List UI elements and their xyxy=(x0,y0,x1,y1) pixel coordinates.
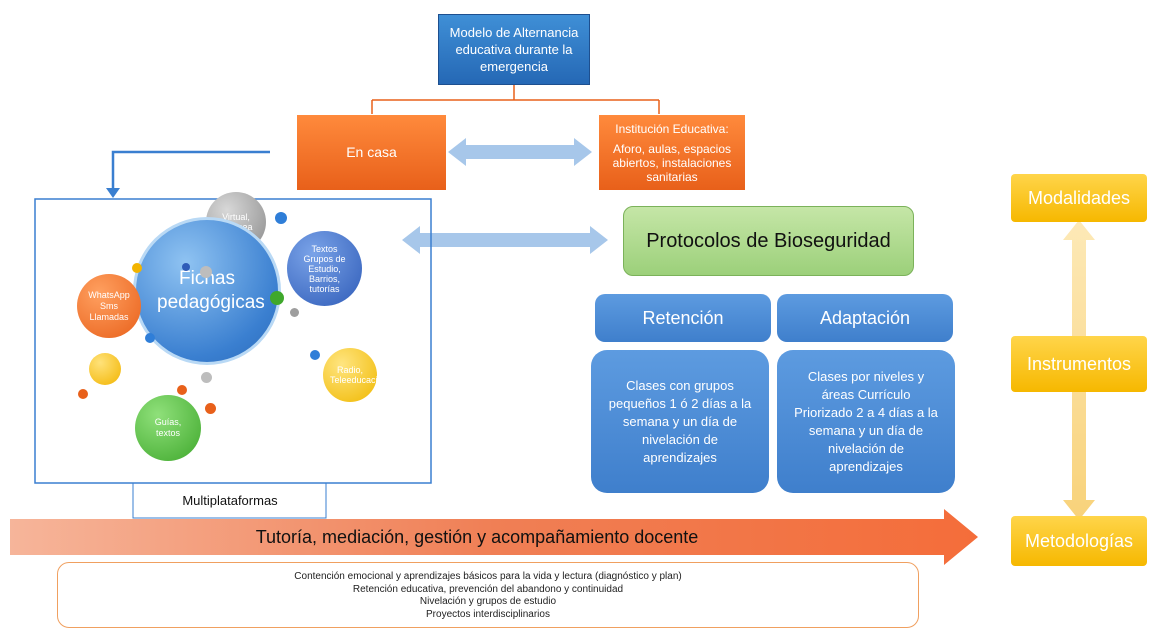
model-title-box: Modelo de Alternancia educativa durante … xyxy=(438,14,590,85)
multiplatform-label: Multiplataformas xyxy=(182,492,278,508)
dot-gray-1 xyxy=(200,266,212,278)
institution-box: Institución Educativa: Aforo, aulas, esp… xyxy=(599,115,745,190)
bubble-guias-label: Guías, textos xyxy=(154,417,182,438)
bubble-radio: Radio, Teleeducación xyxy=(323,348,388,402)
dot-blue-2 xyxy=(182,263,190,271)
bubble-textos: Textos Grupos de Estudio, Barrios, tutor… xyxy=(287,231,362,306)
dot-yellow-1 xyxy=(132,263,142,273)
adaptation-body: Clases por niveles y áreas Currículo Pri… xyxy=(777,350,955,493)
bubble-fichas: Fichas pedagógicas xyxy=(133,217,281,365)
institution-detail: Aforo, aulas, espacios abiertos, instala… xyxy=(612,141,732,184)
dot-orange-1 xyxy=(177,385,187,395)
dot-orange-2 xyxy=(78,389,88,399)
dot-orange-3 xyxy=(205,403,216,414)
bubble-textos-label: Textos Grupos de Estudio, Barrios, tutor… xyxy=(303,243,346,294)
double-arrow-mid xyxy=(402,226,608,254)
institution-title: Institución Educativa: xyxy=(615,121,729,136)
methodologies-box: Metodologías xyxy=(1011,516,1147,566)
protocol-box: Protocolos de Bioseguridad xyxy=(623,206,914,276)
modalities-box: Modalidades xyxy=(1011,174,1147,222)
retention-header: Retención xyxy=(595,294,771,342)
bubble-whatsapp: WhatsApp Sms Llamadas xyxy=(77,274,141,338)
notes-box: Contención emocional y aprendizajes bási… xyxy=(57,562,919,628)
dot-blue-4 xyxy=(310,350,320,360)
retention-body: Clases con grupos pequeños 1 ó 2 días a … xyxy=(591,350,769,493)
double-arrow-top xyxy=(448,138,592,166)
note-line: Nivelación y grupos de estudio xyxy=(419,596,557,607)
instruments-box: Instrumentos xyxy=(1011,336,1147,392)
teaching-band-label: Tutoría, mediación, gestión y acompañami… xyxy=(255,526,699,547)
note-line: Proyectos interdisciplinarios xyxy=(426,608,550,620)
bubble-fichas-label: Fichas pedagógicas xyxy=(157,268,265,313)
dot-blue-3 xyxy=(145,333,155,343)
dot-blue-1 xyxy=(275,212,287,224)
band-arrow xyxy=(10,509,978,565)
note-line: Retención educativa, prevención del aban… xyxy=(352,583,624,595)
home-box: En casa xyxy=(297,115,446,190)
dot-gray-2 xyxy=(290,308,299,317)
note-line: Contención emocional y aprendizajes bási… xyxy=(294,571,682,582)
bubble-whatsapp-label: WhatsApp Sms Llamadas xyxy=(88,289,130,322)
bubble-yellow-small xyxy=(89,353,121,385)
bubble-guias: Guías, textos xyxy=(135,395,201,461)
bubble-radio-label: Radio, Teleeducación xyxy=(330,365,388,385)
adaptation-header: Adaptación xyxy=(777,294,953,342)
dot-gray-3 xyxy=(201,372,212,383)
dot-green-1 xyxy=(270,291,284,305)
